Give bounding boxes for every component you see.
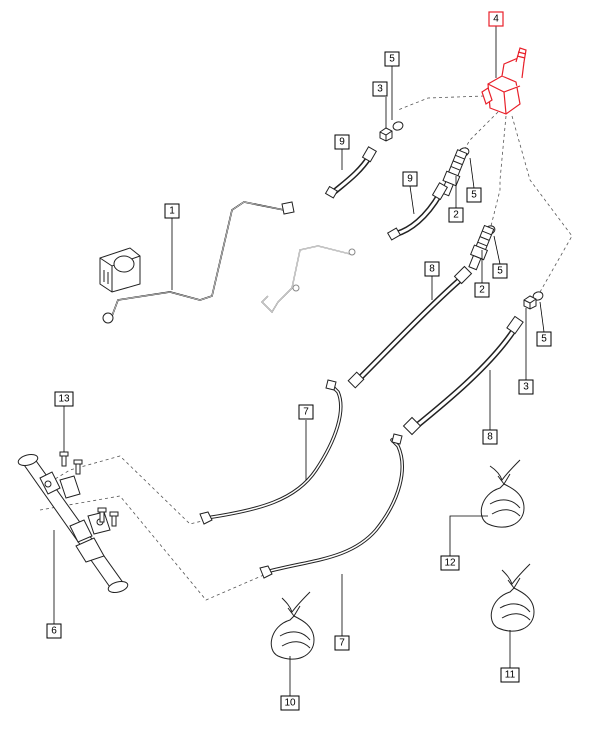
callout-9[interactable]: 9: [402, 171, 418, 187]
part-10-bag[interactable]: [270, 591, 315, 660]
dashed-connection-lines: [39, 95, 573, 601]
svg-text:7: 7: [303, 407, 309, 418]
svg-text:5: 5: [389, 54, 395, 65]
callout-11[interactable]: 11: [500, 667, 520, 683]
svg-text:10: 10: [284, 698, 296, 709]
svg-text:5: 5: [497, 266, 503, 277]
svg-text:3: 3: [377, 84, 383, 95]
callout-3[interactable]: 3: [518, 379, 534, 395]
callout-1[interactable]: 1: [164, 203, 180, 219]
svg-text:13: 13: [58, 394, 70, 405]
svg-text:8: 8: [487, 432, 493, 443]
part-1-pipe-assembly[interactable]: [99, 201, 295, 324]
callout-12[interactable]: 12: [440, 555, 460, 571]
part-6-manifold[interactable]: [17, 453, 129, 595]
callout-5[interactable]: 5: [492, 263, 508, 279]
svg-text:5: 5: [471, 190, 477, 201]
callout-8[interactable]: 8: [424, 261, 440, 277]
svg-text:11: 11: [505, 670, 516, 681]
callout-4[interactable]: 4: [488, 11, 504, 27]
callout-3[interactable]: 3: [372, 81, 388, 97]
svg-text:2: 2: [453, 210, 459, 221]
svg-text:12: 12: [444, 558, 456, 569]
part-7-hoses[interactable]: [199, 379, 404, 579]
part-12-bag[interactable]: [480, 459, 525, 528]
callout-7[interactable]: 7: [334, 635, 350, 651]
part-8-hoses[interactable]: [347, 265, 524, 436]
part-13-screws[interactable]: [59, 451, 119, 527]
callout-13[interactable]: 13: [54, 391, 74, 407]
svg-text:7: 7: [339, 638, 345, 649]
callouts: 1 2 2 3 3 4 5 5: [46, 11, 552, 711]
callout-9[interactable]: 9: [334, 134, 350, 150]
part-2-fittings[interactable]: [439, 149, 496, 271]
svg-text:5: 5: [541, 334, 547, 345]
svg-text:4: 4: [493, 14, 499, 25]
callout-2[interactable]: 2: [474, 282, 490, 298]
svg-text:6: 6: [51, 626, 57, 637]
callout-8[interactable]: 8: [482, 429, 498, 445]
callout-10[interactable]: 10: [280, 695, 300, 711]
svg-text:9: 9: [339, 137, 345, 148]
callout-5[interactable]: 5: [384, 51, 400, 67]
svg-text:2: 2: [479, 285, 485, 296]
part-3-nuts[interactable]: [379, 127, 537, 310]
svg-text:3: 3: [523, 382, 529, 393]
callout-7[interactable]: 7: [298, 404, 314, 420]
svg-text:8: 8: [429, 264, 435, 275]
svg-text:9: 9: [407, 174, 413, 185]
part-9-hoses[interactable]: [324, 146, 449, 241]
callout-2[interactable]: 2: [448, 207, 464, 223]
leader-lines: [53, 26, 545, 696]
ghost-pipe: [261, 245, 356, 314]
callout-6[interactable]: 6: [46, 623, 62, 639]
part-11-bag[interactable]: [490, 563, 535, 632]
callout-5[interactable]: 5: [536, 331, 552, 347]
callout-5[interactable]: 5: [466, 187, 482, 203]
svg-text:1: 1: [169, 206, 175, 217]
part-4-valve[interactable]: [481, 47, 527, 115]
